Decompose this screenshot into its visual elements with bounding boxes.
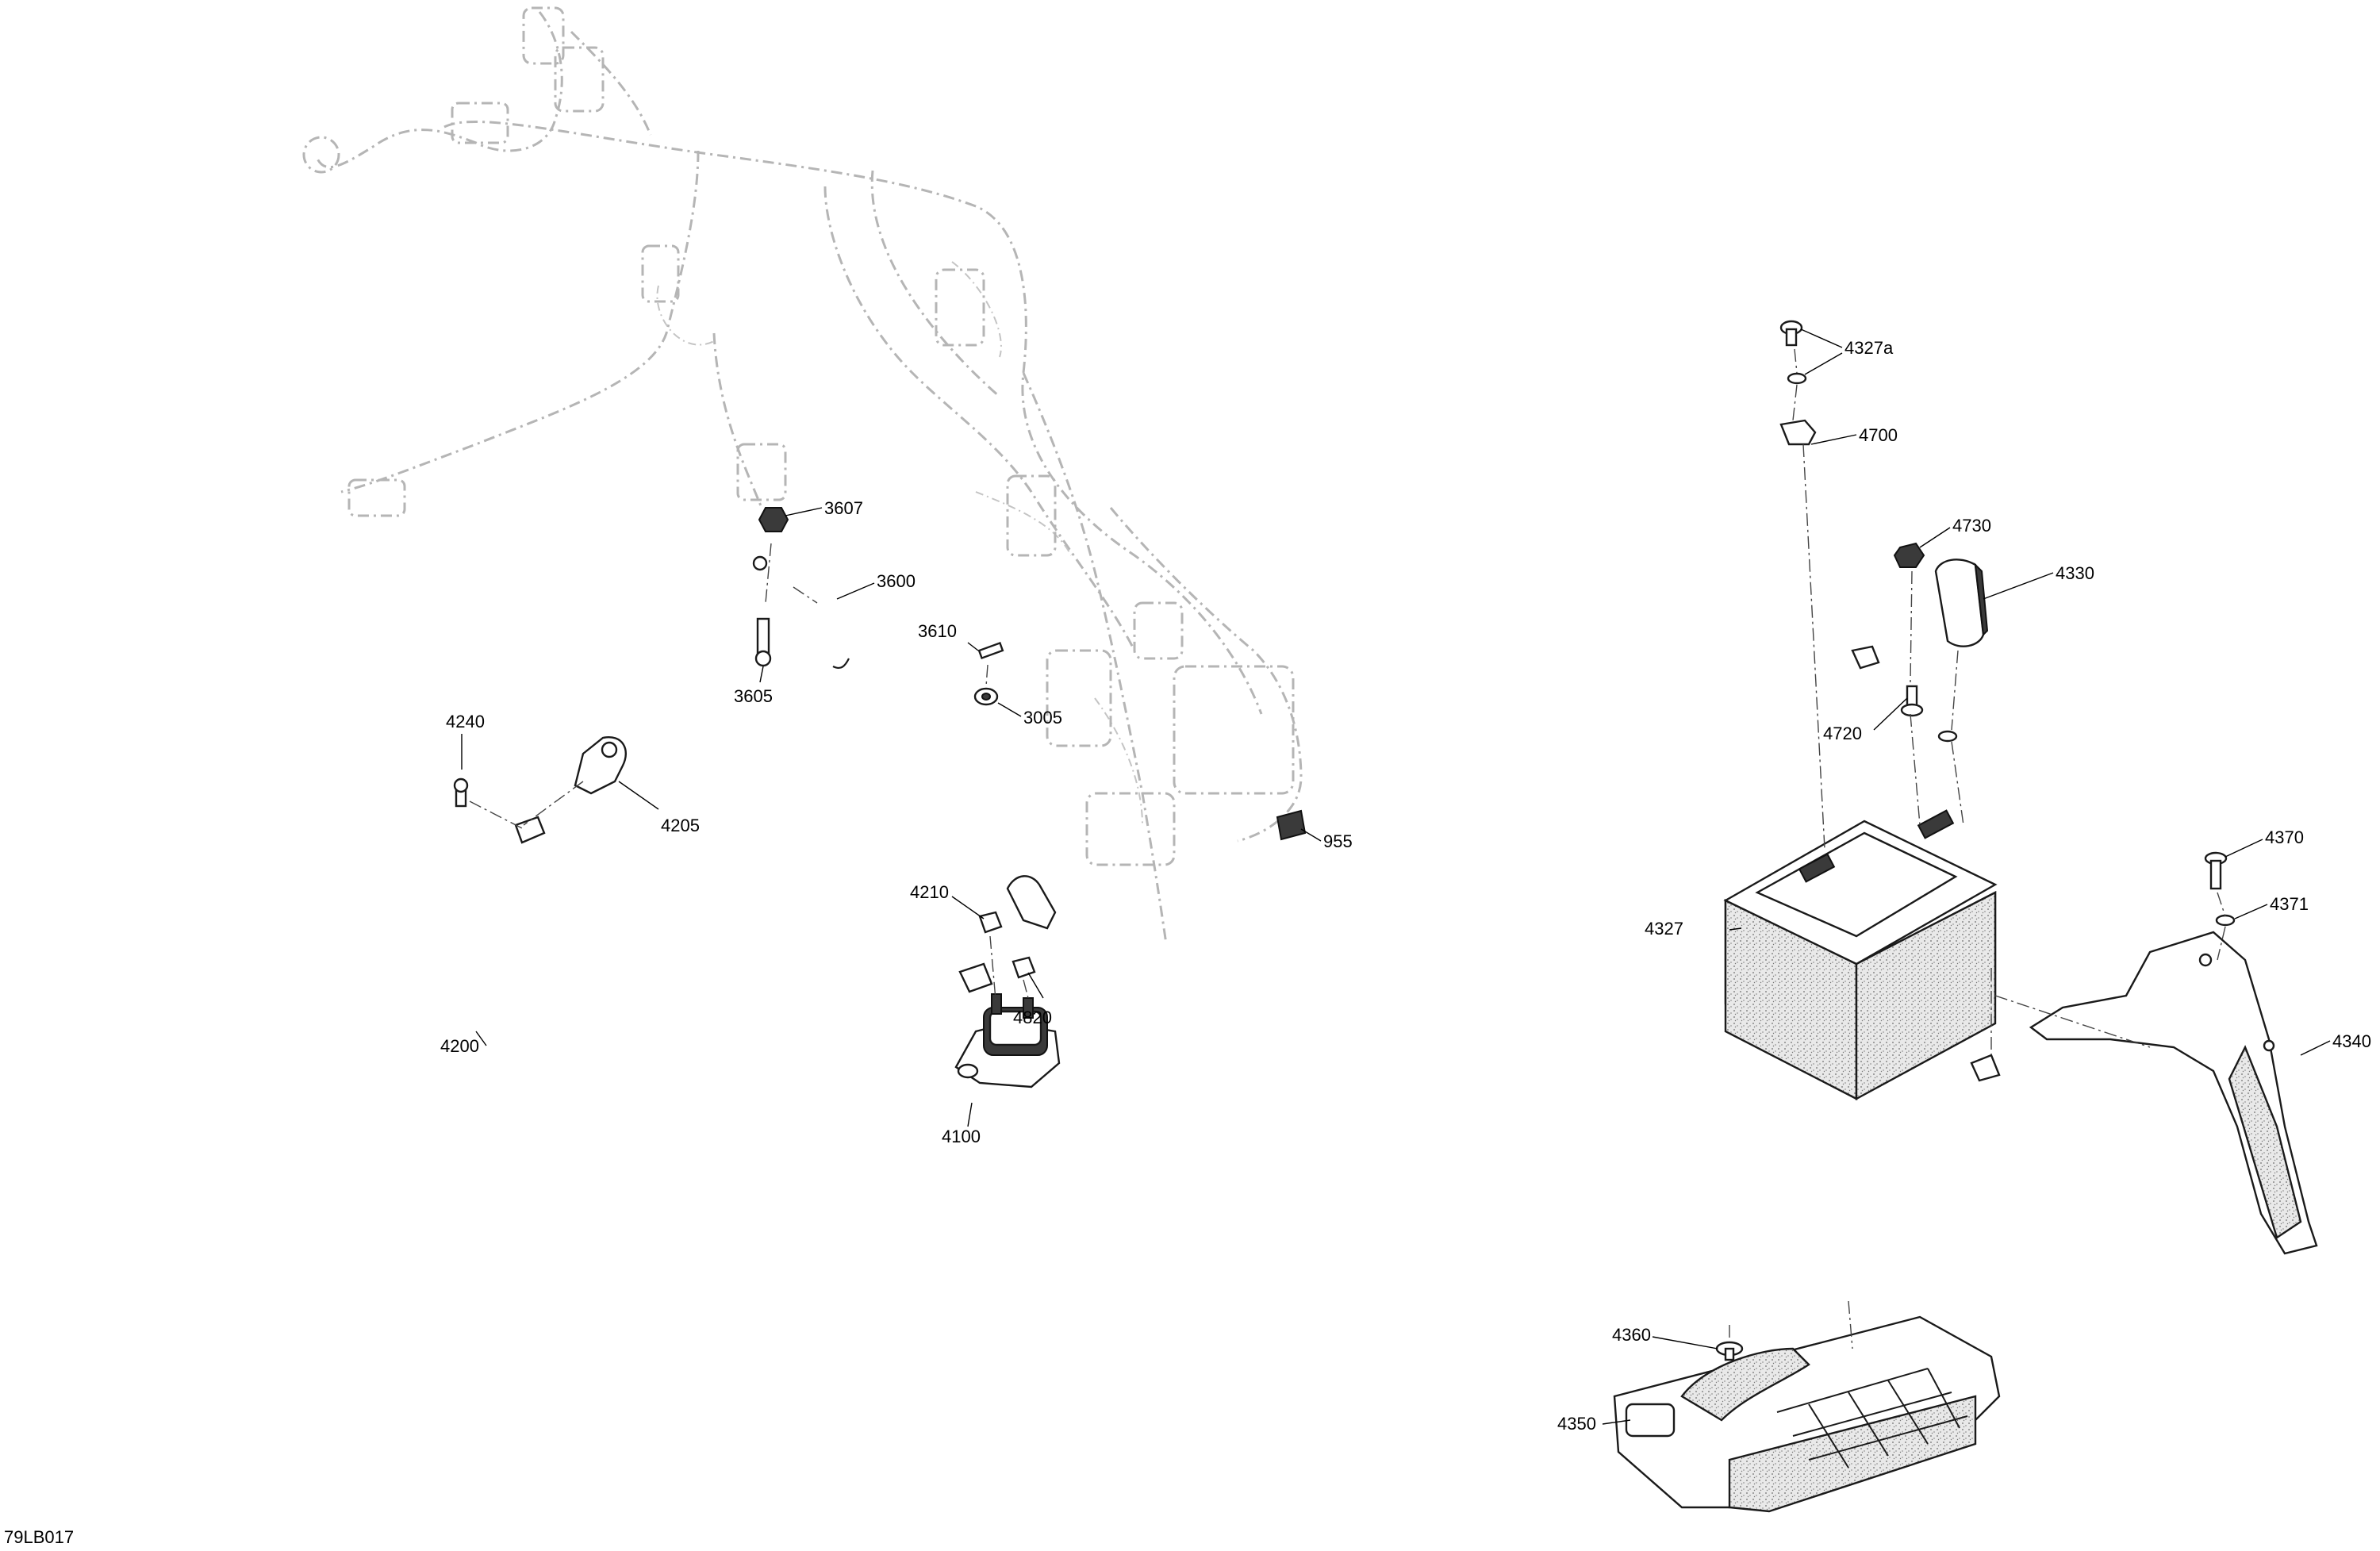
callout-4100: 4100 bbox=[942, 1127, 981, 1146]
relay-955 bbox=[1276, 809, 1307, 841]
bolt-4720 bbox=[1900, 685, 1924, 717]
callout-4200: 4200 bbox=[440, 1036, 479, 1056]
callout-4330: 4330 bbox=[2056, 563, 2094, 583]
nut-4820 bbox=[1012, 956, 1036, 979]
solenoid-4100 bbox=[954, 993, 1061, 1088]
callout-3600: 3600 bbox=[877, 571, 916, 591]
callout-3610: 3610 bbox=[918, 621, 957, 641]
washer-4327a bbox=[1787, 372, 1807, 385]
callout-4210: 4210 bbox=[910, 882, 949, 902]
nut-3005 bbox=[973, 687, 999, 706]
callout-4370: 4370 bbox=[2265, 827, 2304, 847]
screw-4370 bbox=[2204, 851, 2228, 890]
bolt-4240 bbox=[453, 777, 469, 808]
battery-bracket-4340 bbox=[2029, 931, 2318, 1255]
callout-3605: 3605 bbox=[734, 686, 773, 706]
callout-4327: 4327 bbox=[1645, 919, 1683, 939]
nut-4730 bbox=[1893, 542, 1925, 568]
callout-955: 955 bbox=[1323, 831, 1353, 851]
terminal-cover-4330 bbox=[1934, 559, 1989, 647]
screw-3610 bbox=[977, 641, 1004, 660]
callout-3607: 3607 bbox=[824, 498, 863, 518]
callouts: 3607 3600 3610 3605 3005 4240 4205 955 4… bbox=[4, 338, 2371, 1547]
battery-cable-4700 bbox=[1779, 419, 1880, 670]
callout-3005: 3005 bbox=[1023, 708, 1062, 728]
callout-4730: 4730 bbox=[1952, 516, 1991, 536]
leader-lines bbox=[461, 328, 2331, 1425]
nut-4210 bbox=[978, 911, 1003, 934]
callout-4360: 4360 bbox=[1612, 1325, 1651, 1345]
callout-4700: 4700 bbox=[1859, 425, 1898, 445]
battery-tray-4350 bbox=[1613, 1315, 2001, 1513]
callout-4327a: 4327a bbox=[1844, 338, 1894, 358]
wiring-harness-phantom bbox=[302, 6, 1303, 945]
battery-4327 bbox=[1723, 809, 1998, 1101]
callout-4371: 4371 bbox=[2270, 894, 2309, 914]
push-rivet-4360 bbox=[1715, 1341, 1744, 1361]
positive-cable-4200 bbox=[456, 816, 993, 1081]
callout-4205: 4205 bbox=[661, 816, 700, 835]
nut-3607 bbox=[758, 507, 789, 532]
callout-4820: 4820 bbox=[1013, 1008, 1052, 1027]
battery-cable bbox=[1006, 875, 2029, 1276]
tray-ribs bbox=[1776, 1368, 1968, 1468]
callout-4350: 4350 bbox=[1557, 1414, 1596, 1434]
callout-4240: 4240 bbox=[446, 712, 485, 731]
washer-4371 bbox=[2215, 914, 2236, 927]
assembly-axes bbox=[469, 348, 2226, 1349]
callout-4720: 4720 bbox=[1823, 724, 1862, 743]
bolt-3605 bbox=[754, 617, 772, 667]
ground-cable-3600 bbox=[752, 555, 850, 670]
washer-4720 bbox=[1937, 730, 1958, 743]
callout-4340: 4340 bbox=[2332, 1031, 2371, 1051]
diagram-id: 79LB017 bbox=[4, 1527, 74, 1547]
screw-4327a bbox=[1779, 320, 1803, 347]
terminal-boot-4205 bbox=[574, 736, 627, 795]
